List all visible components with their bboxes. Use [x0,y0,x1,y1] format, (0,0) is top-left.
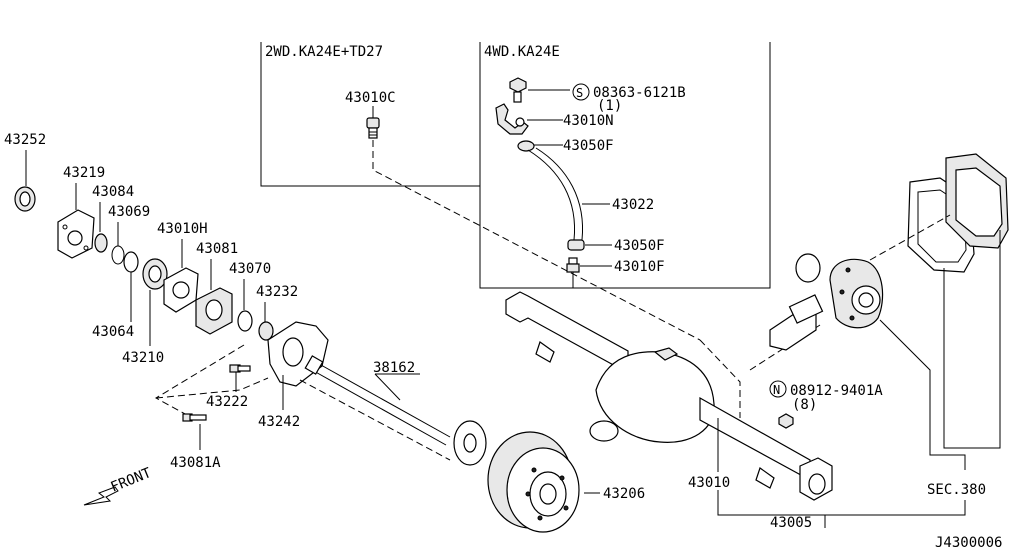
label-43069: 43069 [108,204,150,220]
label-43022: 43022 [612,197,654,213]
label-2wd-variant: 2WD.KA24E+TD27 [265,44,383,60]
label-43010C: 43010C [345,90,396,106]
svg-text:N: N [773,383,780,397]
housing-43081 [195,287,233,335]
ring-43064 [123,251,139,273]
label-43050F-top: 43050F [563,138,614,154]
brake-drum-43206 [487,431,580,533]
label-43222: 43222 [206,394,248,410]
label-43210: 43210 [122,350,164,366]
gasket-43219 [57,209,95,259]
oil-seal-43252 [14,186,36,212]
differential-carrier [769,253,884,351]
label-43242: 43242 [258,414,300,430]
label-43010: 43010 [688,475,730,491]
backing-plate-43242 [267,321,329,387]
label-43252: 43252 [4,132,46,148]
label-08363-qty: (1) [597,98,622,114]
diagram-id: J4300006 [935,535,1002,551]
variant-inset-boxes [260,42,771,289]
n-marker-icon: N [769,380,787,398]
bolt-43222 [229,364,251,373]
label-43005: 43005 [770,515,812,531]
label-43010N: 43010N [563,113,614,129]
label-43070: 43070 [229,261,271,277]
nut-08912 [778,413,794,429]
label-4wd-variant: 4WD.KA24E [484,44,560,60]
label-front: FRONT [109,465,155,496]
clamp-43050F-top [517,140,535,152]
label-43084: 43084 [92,184,134,200]
plate-43010H [163,267,199,313]
label-43081A: 43081A [170,455,221,471]
bolt-43081A [182,413,207,422]
label-08912-9401A: 08912-9401A [790,383,883,399]
label-08363-6121B: 08363-6121B [593,85,686,101]
ring-43232 [258,321,274,341]
label-43081: 43081 [196,241,238,257]
label-43232: 43232 [256,284,298,300]
bolt-08363 [509,77,527,103]
breather-43010C [366,117,380,139]
svg-text:S: S [576,86,583,100]
label-sec-380: SEC.380 [927,482,986,498]
label-43010H: 43010H [157,221,208,237]
breather-43010F [566,257,580,288]
label-38162: 38162 [373,360,415,376]
bearing-43210 [142,258,168,290]
label-43010F: 43010F [614,259,665,275]
s-marker-icon: S [572,83,590,101]
diff-cover [945,153,1009,249]
bracket-43010N [495,103,529,135]
label-43219: 43219 [63,165,105,181]
label-43206: 43206 [603,486,645,502]
front-arrow-icon [83,486,119,506]
label-08912-qty: (8) [792,397,817,413]
bearing-43070 [237,310,253,332]
clamp-43050F-bottom [567,239,585,251]
washer-43084 [94,233,108,253]
label-43064: 43064 [92,324,134,340]
axle-shaft-38162 [304,355,487,466]
hose-43022 [527,147,584,241]
snap-ring-43069 [111,245,125,265]
axle-housing-43010 [505,291,833,501]
label-43050F-bottom: 43050F [614,238,665,254]
